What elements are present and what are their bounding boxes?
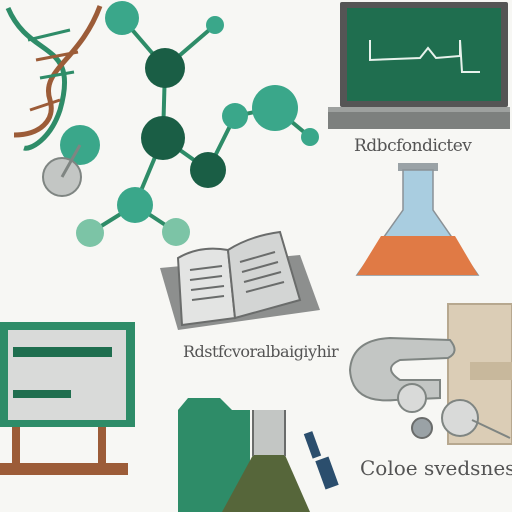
bottom-caption: Coloe svedsnes (360, 456, 512, 480)
presentation-board-icon (0, 322, 135, 475)
microscope-icon (348, 303, 512, 445)
factory-beaker-icon (178, 398, 310, 512)
open-book-icon (160, 230, 320, 330)
laptop-caption: Rdbcfondictev (354, 136, 472, 156)
molecule-network-icon (76, 1, 319, 247)
book-caption: Rdstfcvoralbaigiyhir (183, 342, 339, 361)
laptop-graph-icon (328, 2, 510, 129)
dna-helix-icon (5, 5, 103, 197)
lab-flask-icon (355, 163, 480, 276)
vial-icon (303, 431, 339, 490)
